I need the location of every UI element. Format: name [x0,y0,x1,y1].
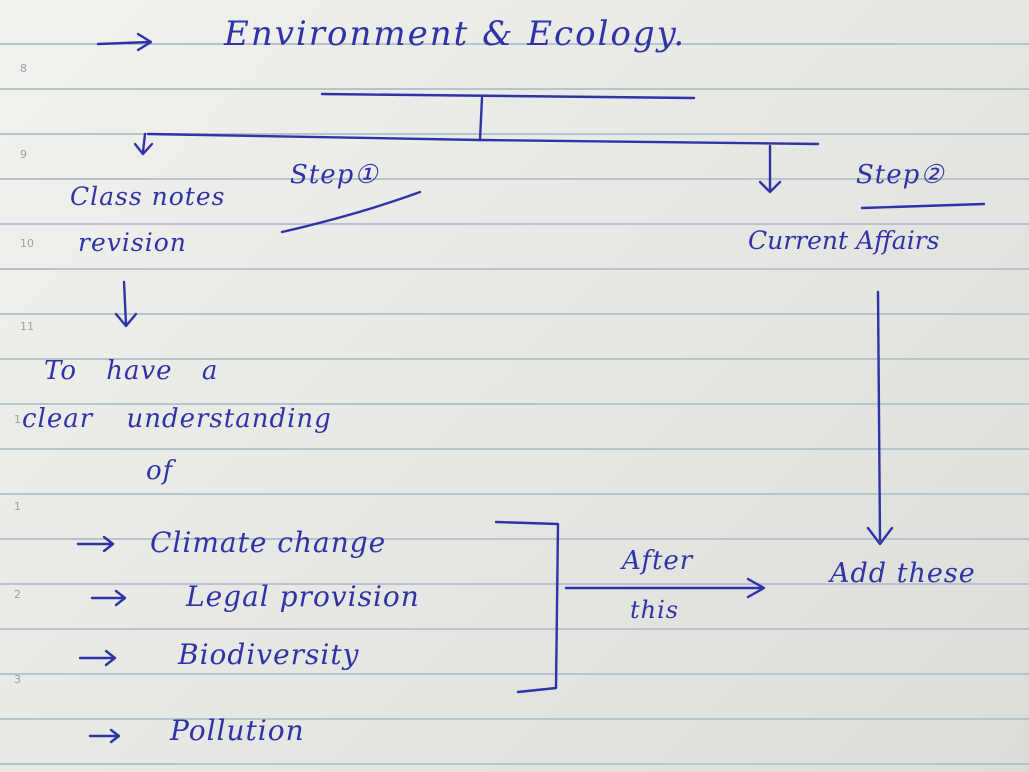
goal-line-3: of [146,456,174,486]
step-2-action: Add these [830,558,976,589]
line-number: 2 [14,588,21,601]
connector-below: this [630,596,680,624]
step-1-text-line-2: revision [78,228,187,257]
step-1-label: Step① [290,160,379,190]
line-number: 10 [20,237,34,250]
topic-item: Biodiversity [178,638,360,671]
topic-item: Legal provision [186,580,420,613]
page-title: Environment & Ecology. [224,14,687,54]
connector-above: After [622,546,694,576]
line-number: 3 [14,673,21,686]
step-2-text: Current Affairs [748,226,940,255]
step-2-label: Step② [856,160,945,190]
step-1-text-line-1: Class notes [70,182,226,211]
line-number: 9 [20,148,27,161]
line-number: 11 [20,320,34,333]
line-number: 1 [14,500,21,513]
goal-line-2: clear understanding [22,404,332,434]
goal-line-1: To have a [44,356,219,386]
topic-item: Climate change [150,526,387,559]
topic-item: Pollution [170,714,305,747]
line-number: 8 [20,62,27,75]
line-number: 1 [14,413,21,426]
